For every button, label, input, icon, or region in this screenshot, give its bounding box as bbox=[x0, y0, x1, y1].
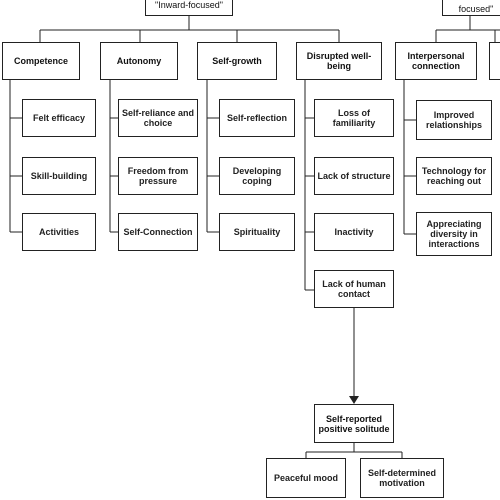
outward-focused-label: focused" bbox=[458, 4, 494, 14]
category-interpersonal-connection: Interpersonal connection bbox=[395, 42, 477, 80]
item-technology-for-reaching-out: Technology for reaching out bbox=[416, 157, 492, 195]
inward-focused-label: "Inward-focused" bbox=[155, 0, 223, 10]
item-skill-building: Skill-building bbox=[22, 157, 96, 195]
outcome-peaceful-mood: Peaceful mood bbox=[266, 458, 346, 498]
category-competence: Competence bbox=[2, 42, 80, 80]
item-self-reliance: Self-reliance and choice bbox=[118, 99, 198, 137]
item-lack-of-human-contact: Lack of human contact bbox=[314, 270, 394, 308]
outcome-positive-solitude: Self-reported positive solitude bbox=[314, 404, 394, 443]
inward-focused-box: "Inward-focused" bbox=[145, 0, 233, 16]
item-developing-coping: Developing coping bbox=[219, 157, 295, 195]
item-freedom-from-pressure: Freedom from pressure bbox=[118, 157, 198, 195]
item-loss-of-familiarity: Loss of familiarity bbox=[314, 99, 394, 137]
category-partial-edge bbox=[489, 42, 500, 80]
item-inactivity: Inactivity bbox=[314, 213, 394, 251]
item-self-reflection: Self-reflection bbox=[219, 99, 295, 137]
category-autonomy: Autonomy bbox=[100, 42, 178, 80]
item-spirituality: Spirituality bbox=[219, 213, 295, 251]
outcome-self-determined-motivation: Self-determined motivation bbox=[360, 458, 444, 498]
outward-focused-box: focused" bbox=[442, 0, 500, 16]
item-self-connection: Self-Connection bbox=[118, 213, 198, 251]
item-appreciating-diversity: Appreciating diversity in interactions bbox=[416, 212, 492, 256]
item-lack-of-structure: Lack of structure bbox=[314, 157, 394, 195]
item-activities: Activities bbox=[22, 213, 96, 251]
category-disrupted-well-being: Disrupted well-being bbox=[296, 42, 382, 80]
arrow-head-icon bbox=[349, 396, 359, 404]
item-improved-relationships: Improved relationships bbox=[416, 100, 492, 140]
category-self-growth: Self-growth bbox=[197, 42, 277, 80]
item-felt-efficacy: Felt efficacy bbox=[22, 99, 96, 137]
